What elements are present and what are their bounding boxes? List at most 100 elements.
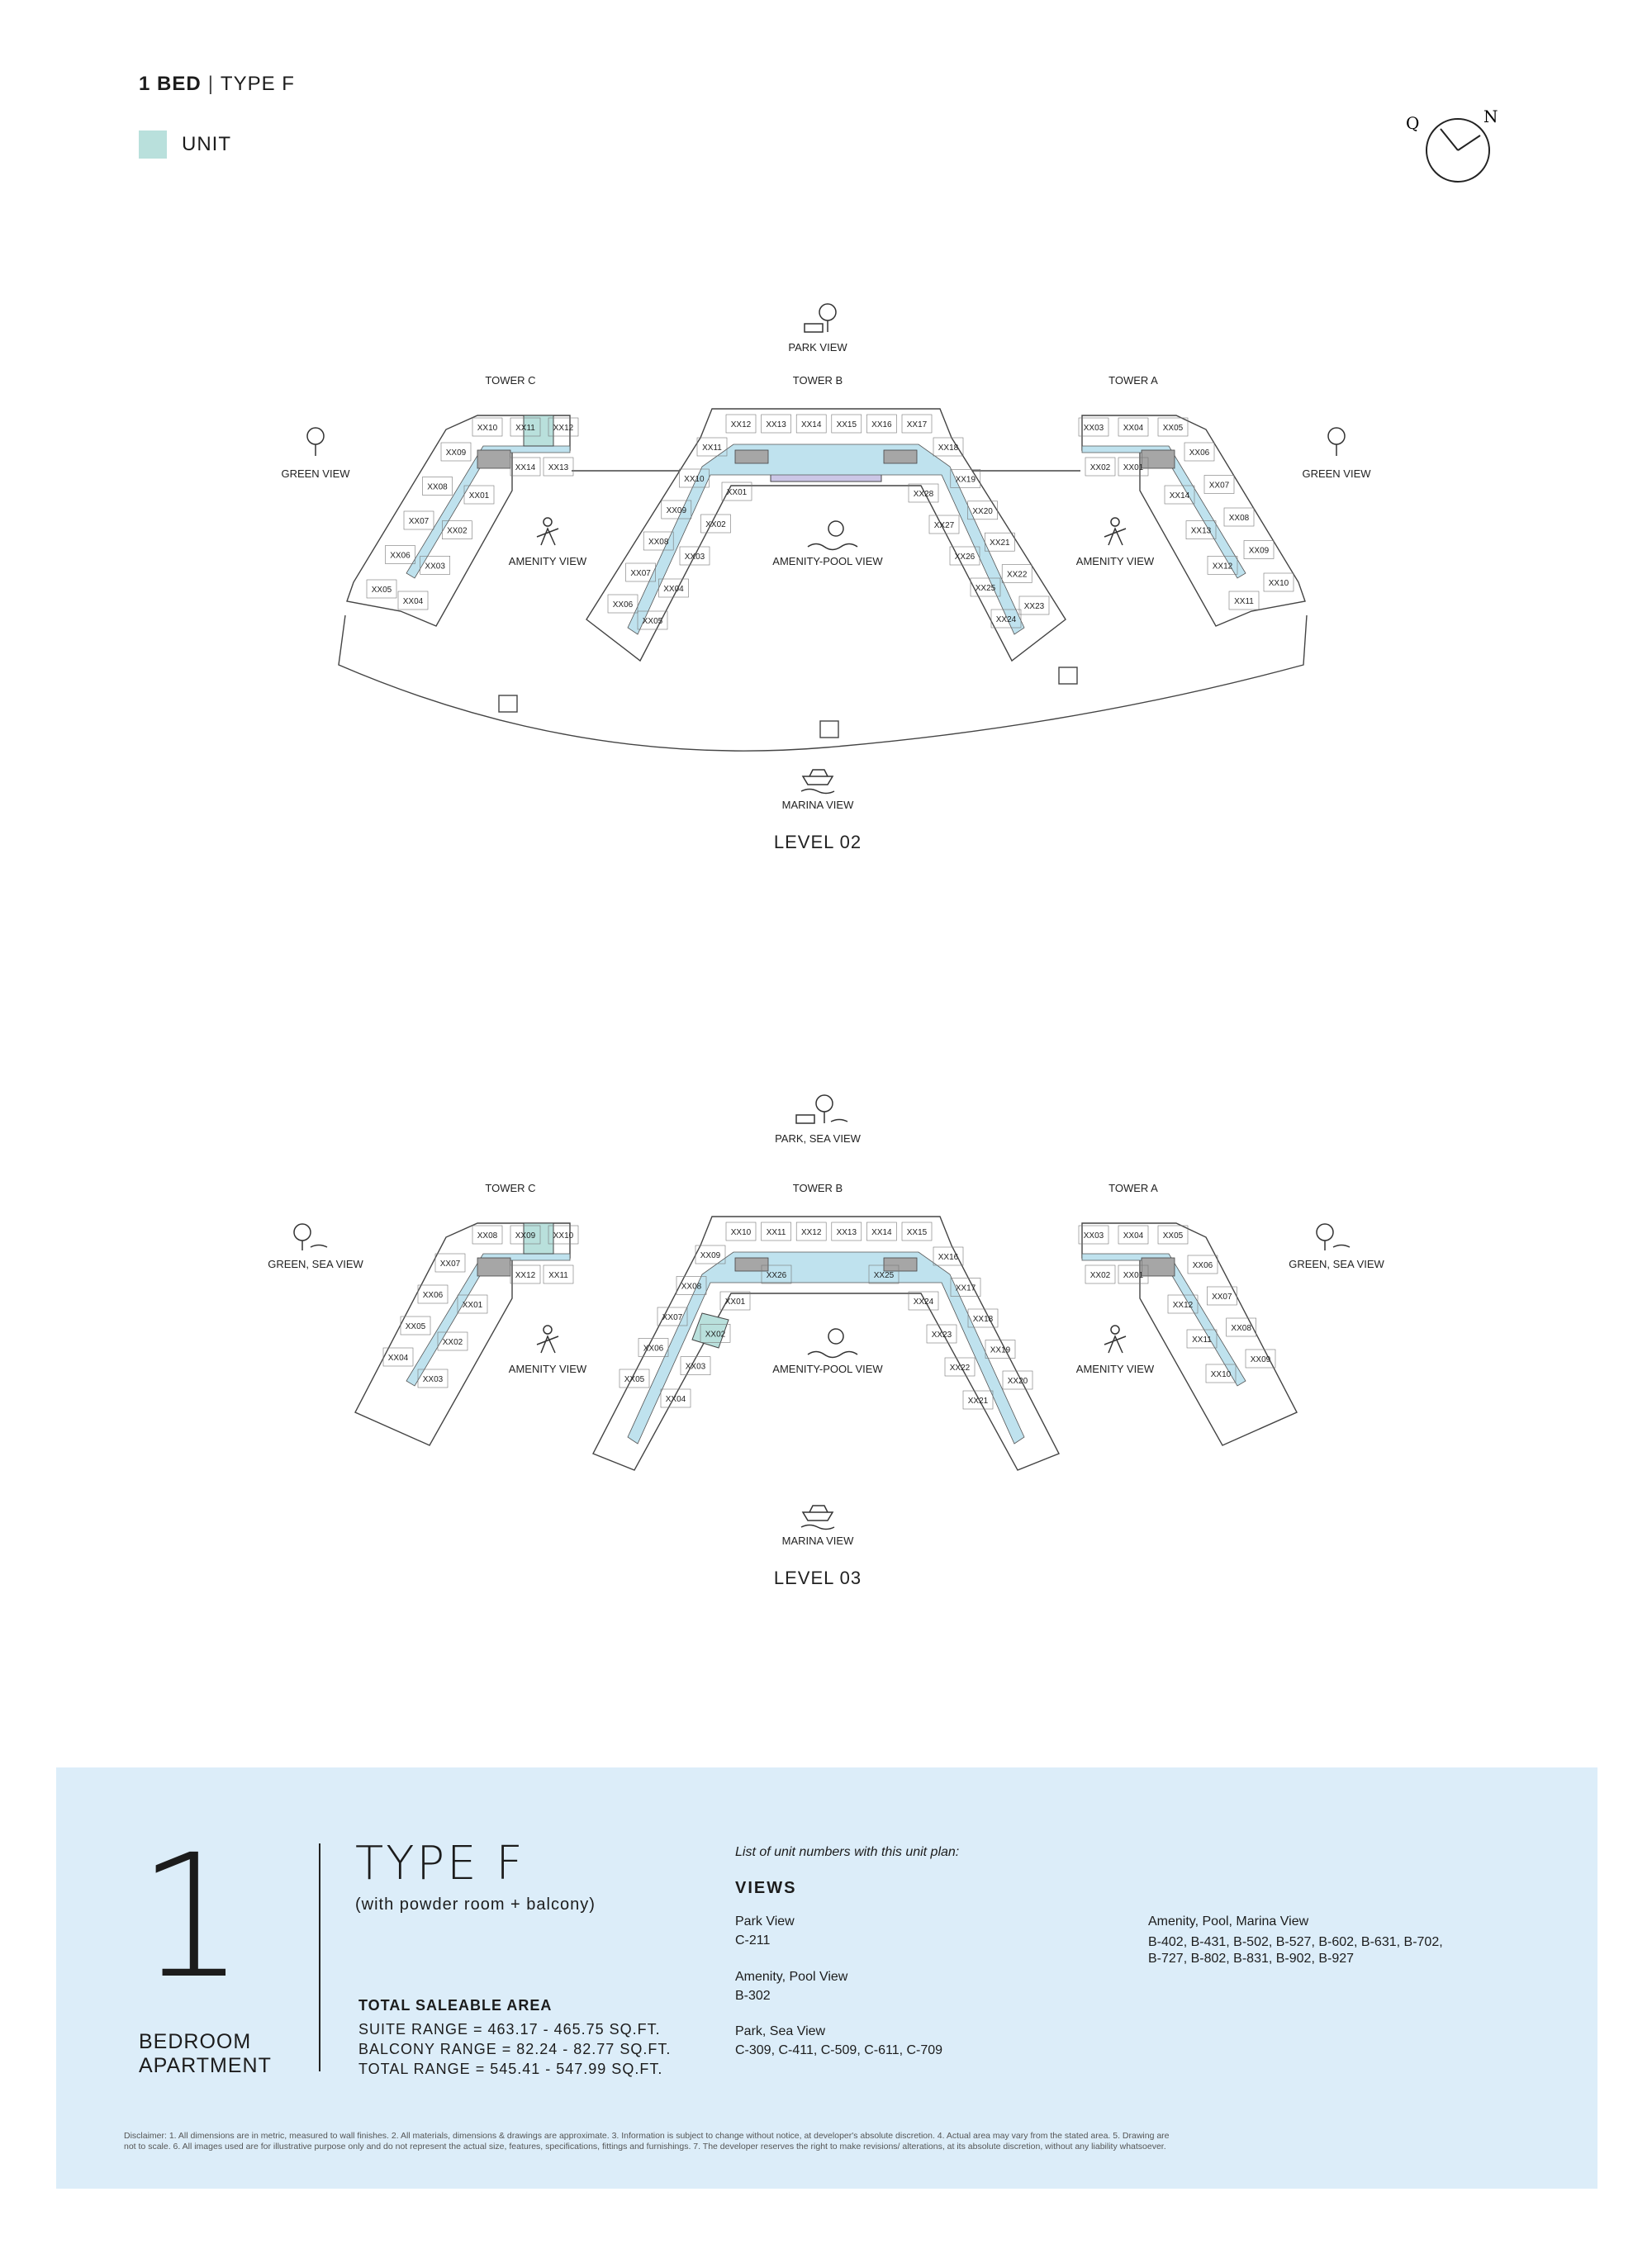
unit-cell[interactable] — [1157, 1225, 1189, 1245]
unit-cell[interactable] — [1207, 1286, 1237, 1306]
unit-cell[interactable] — [472, 417, 503, 437]
unit-cell[interactable] — [637, 610, 668, 630]
unit-cell[interactable] — [1118, 1264, 1149, 1284]
unit-cell[interactable] — [985, 532, 1015, 552]
unit-cell[interactable] — [619, 1369, 650, 1388]
unit-cell[interactable] — [1085, 1264, 1116, 1284]
unit-cell[interactable] — [661, 500, 692, 519]
unit-cell[interactable] — [676, 1276, 707, 1295]
unit-cell[interactable] — [1118, 417, 1149, 437]
unit-cell[interactable] — [696, 437, 728, 457]
unit-cell[interactable] — [1085, 457, 1116, 477]
unit-cell[interactable] — [761, 414, 791, 434]
unit-cell[interactable] — [366, 579, 397, 599]
unit-cell[interactable] — [510, 417, 541, 437]
unit-cell[interactable] — [949, 546, 980, 566]
highlighted-unit[interactable] — [691, 1312, 729, 1349]
unit-cell[interactable] — [926, 1324, 957, 1344]
unit-cell[interactable] — [679, 546, 710, 566]
unit-cell[interactable] — [607, 594, 638, 614]
unit-cell[interactable] — [970, 577, 1001, 597]
unit-cell[interactable] — [657, 1307, 688, 1326]
unit-cell[interactable] — [933, 1246, 964, 1266]
unit-cell[interactable] — [397, 591, 429, 610]
unit-cell[interactable] — [457, 1294, 488, 1314]
unit-cell[interactable] — [721, 482, 752, 501]
unit-cell[interactable] — [543, 1264, 574, 1284]
unit-cell[interactable] — [725, 1222, 757, 1241]
unit-cell[interactable] — [695, 1245, 726, 1264]
unit-cell[interactable] — [385, 545, 415, 564]
unit-cell[interactable] — [510, 457, 541, 477]
unit-cell[interactable] — [472, 1225, 503, 1245]
unit-cell[interactable] — [1226, 1317, 1256, 1337]
unit-cell[interactable] — [1263, 572, 1294, 592]
unit-cell[interactable] — [868, 1264, 900, 1284]
unit-cell[interactable] — [1185, 520, 1217, 539]
unit-cell[interactable] — [643, 531, 674, 551]
unit-cell[interactable] — [928, 515, 960, 534]
unit-cell[interactable] — [866, 414, 897, 434]
unit-cell[interactable] — [1118, 1225, 1149, 1245]
unit-cell[interactable] — [795, 1222, 827, 1241]
unit-cell[interactable] — [440, 442, 472, 462]
unit-cell[interactable] — [866, 1222, 897, 1241]
unit-cell[interactable] — [1223, 507, 1255, 527]
unit-cell[interactable] — [831, 414, 862, 434]
unit-cell[interactable] — [400, 1316, 431, 1336]
unit-cell[interactable] — [901, 1222, 933, 1241]
unit-cell[interactable] — [962, 1390, 994, 1410]
unit-cell[interactable] — [382, 1347, 414, 1367]
unit-cell[interactable] — [908, 483, 939, 503]
unit-cell[interactable] — [944, 1357, 976, 1377]
unit-cell[interactable] — [658, 578, 689, 598]
unit-cell[interactable] — [510, 1225, 541, 1245]
unit-cell[interactable] — [442, 520, 472, 539]
unit-cell[interactable] — [679, 468, 710, 488]
unit-cell[interactable] — [950, 469, 981, 488]
unit-cell[interactable] — [543, 457, 574, 477]
unit-cell[interactable] — [967, 1308, 999, 1328]
unit-cell[interactable] — [908, 1291, 939, 1311]
unit-cell[interactable] — [990, 609, 1022, 629]
unit-cell[interactable] — [1157, 417, 1189, 437]
unit-cell[interactable] — [901, 414, 933, 434]
unit-cell[interactable] — [795, 414, 827, 434]
unit-cell[interactable] — [420, 556, 450, 575]
unit-cell[interactable] — [985, 1340, 1016, 1359]
unit-cell[interactable] — [1184, 442, 1215, 462]
unit-cell[interactable] — [638, 1338, 669, 1357]
unit-cell[interactable] — [437, 1331, 468, 1351]
unit-cell[interactable] — [1187, 1255, 1218, 1274]
unit-cell[interactable] — [1001, 564, 1032, 583]
unit-cell[interactable] — [950, 1278, 981, 1297]
unit-cell[interactable] — [680, 1356, 711, 1375]
unit-cell[interactable] — [1078, 1225, 1109, 1245]
unit-cell[interactable] — [700, 1324, 731, 1343]
unit-cell[interactable] — [1245, 1349, 1276, 1369]
unit-cell[interactable] — [1164, 485, 1195, 505]
unit-cell[interactable] — [761, 1222, 791, 1241]
unit-cell[interactable] — [434, 1253, 466, 1273]
unit-cell[interactable] — [660, 1388, 691, 1408]
unit-cell[interactable] — [1186, 1329, 1218, 1349]
unit-cell[interactable] — [1207, 556, 1238, 575]
unit-cell[interactable] — [1167, 1294, 1199, 1314]
unit-cell[interactable] — [417, 1284, 449, 1304]
unit-cell[interactable] — [1228, 591, 1260, 610]
unit-cell[interactable] — [1243, 540, 1275, 559]
unit-cell[interactable] — [403, 510, 434, 530]
unit-cell[interactable] — [510, 1264, 541, 1284]
unit-cell[interactable] — [933, 437, 964, 457]
unit-cell[interactable] — [1203, 475, 1235, 494]
unit-cell[interactable] — [761, 1264, 792, 1284]
unit-cell[interactable] — [548, 1225, 579, 1245]
unit-cell[interactable] — [1078, 417, 1109, 437]
unit-cell[interactable] — [967, 501, 998, 520]
unit-cell[interactable] — [417, 1369, 449, 1388]
unit-cell[interactable] — [463, 485, 495, 505]
unit-cell[interactable] — [1205, 1364, 1237, 1383]
unit-cell[interactable] — [1002, 1370, 1033, 1390]
unit-cell[interactable] — [719, 1291, 751, 1311]
unit-cell[interactable] — [1118, 457, 1149, 477]
